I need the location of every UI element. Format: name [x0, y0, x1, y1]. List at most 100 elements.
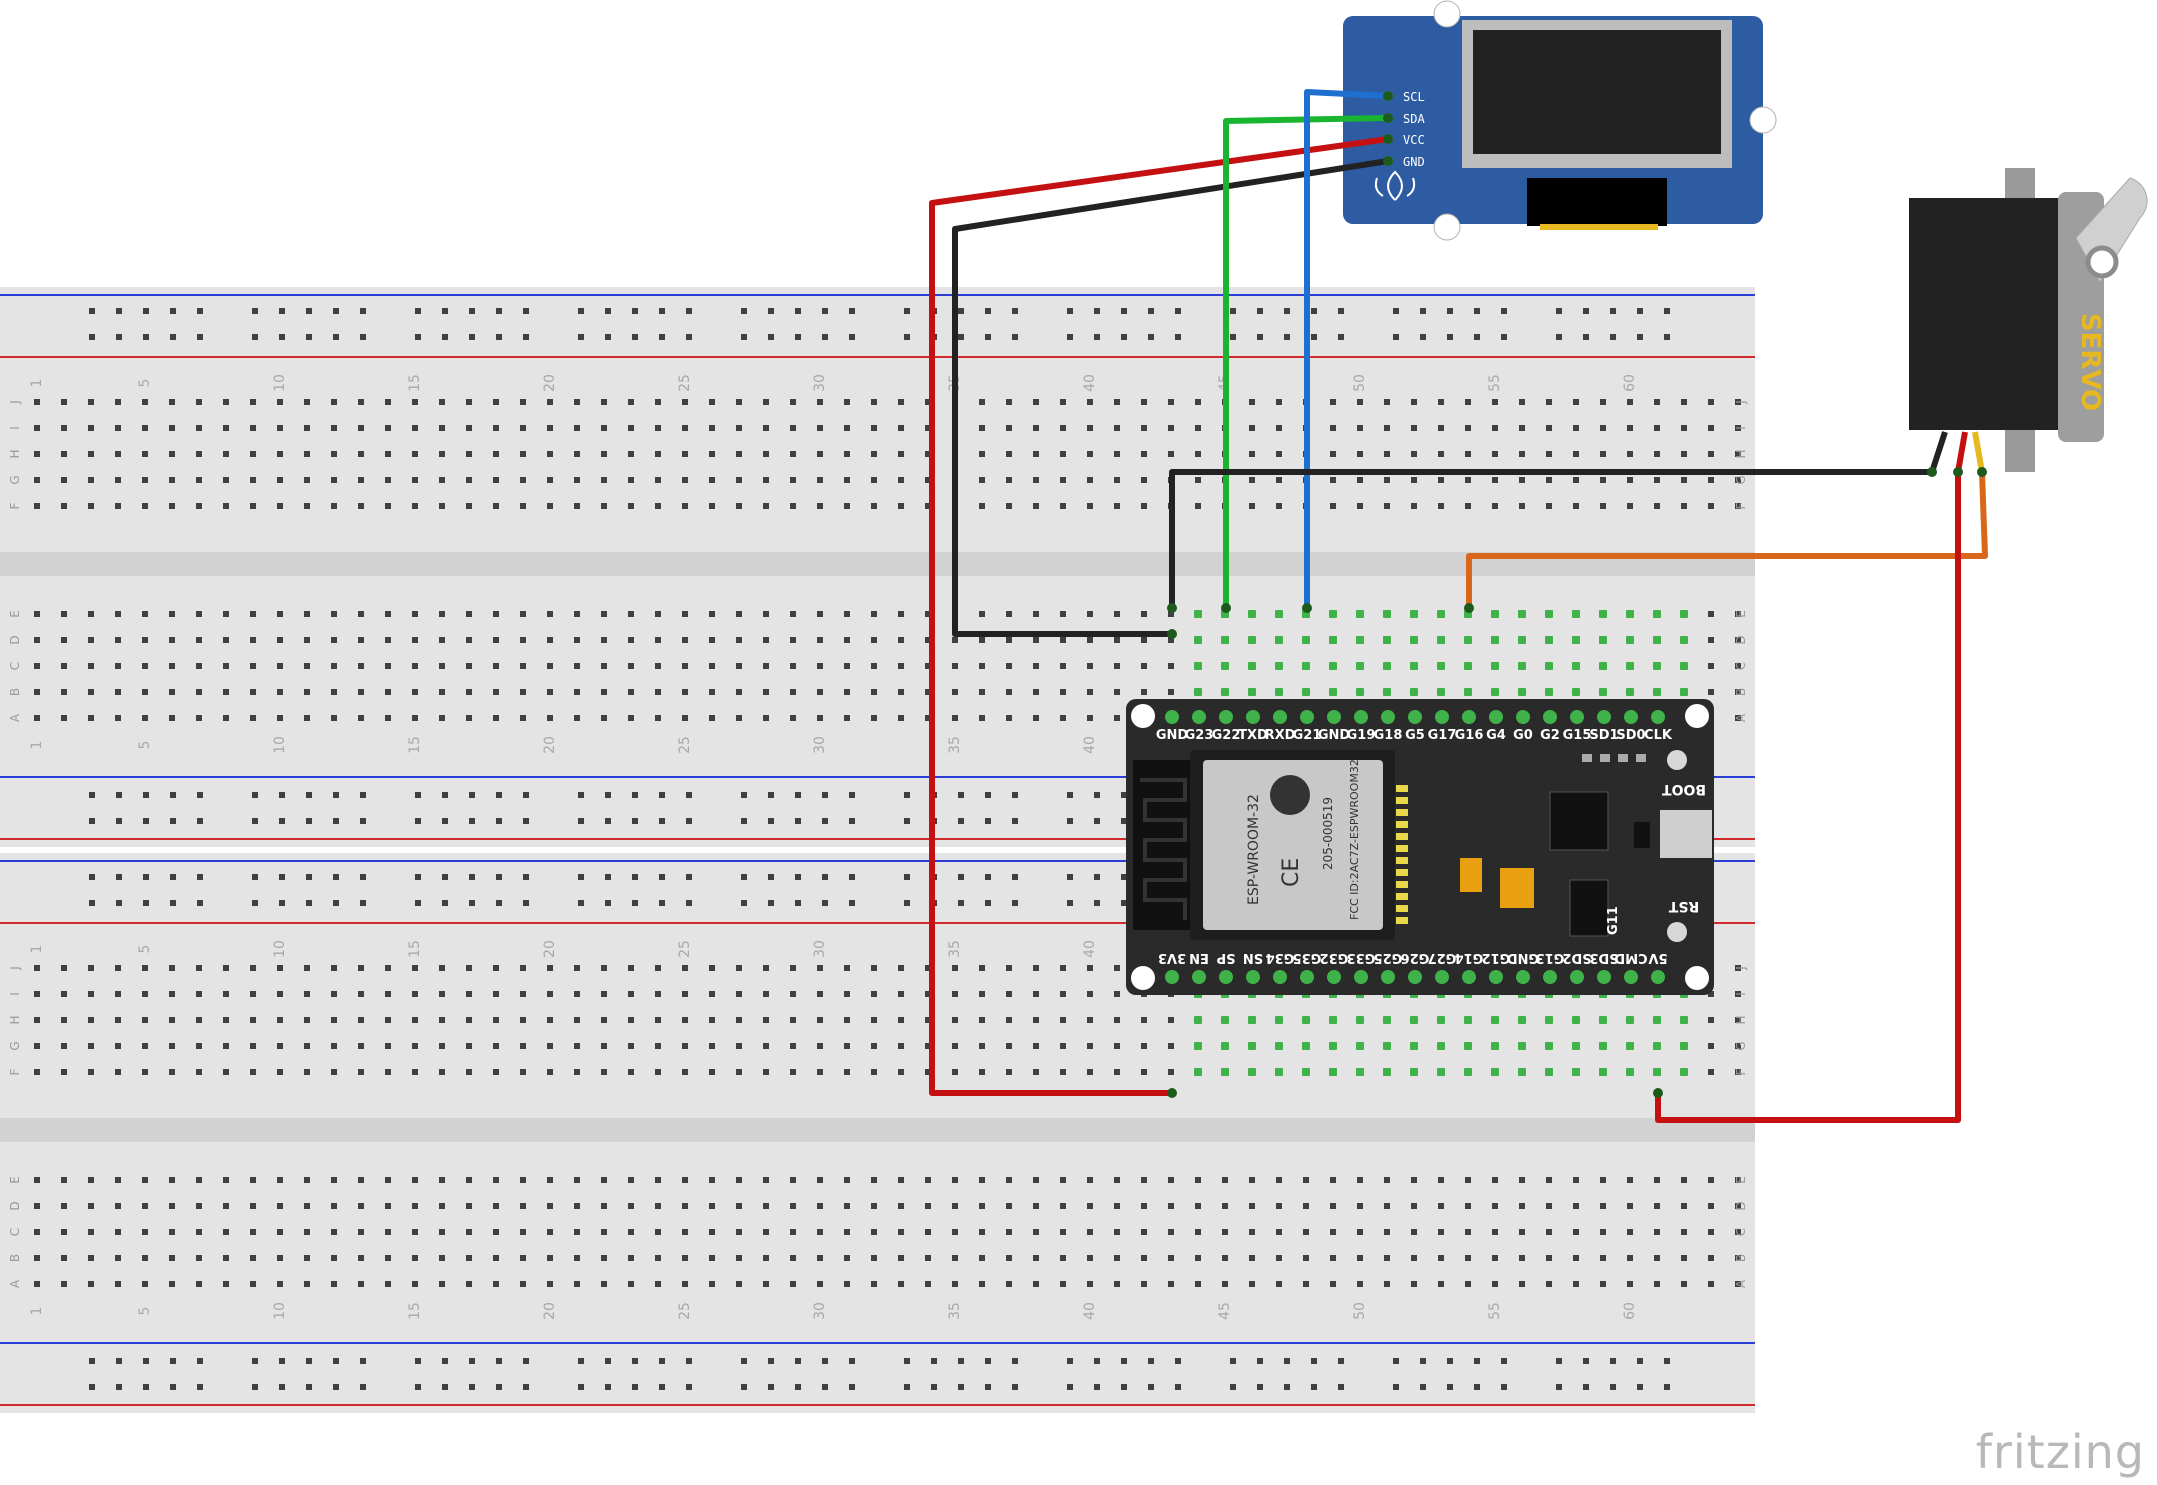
hole — [871, 689, 877, 695]
rail-hole — [904, 1384, 910, 1390]
connected-hole — [1491, 1016, 1499, 1024]
hole — [196, 1043, 202, 1049]
hole — [493, 637, 499, 643]
hole — [223, 1017, 229, 1023]
hole — [1735, 611, 1741, 617]
rail-hole — [170, 874, 176, 880]
hole — [1519, 477, 1525, 483]
hole — [1600, 1229, 1606, 1235]
hole — [1222, 1229, 1228, 1235]
boot-button — [1667, 750, 1687, 770]
hole — [34, 1017, 40, 1023]
connected-hole — [1545, 662, 1553, 670]
esp32-pin-top — [1489, 710, 1503, 724]
hole — [196, 611, 202, 617]
hole — [1087, 1043, 1093, 1049]
hole — [925, 399, 931, 405]
rail-hole — [143, 334, 149, 340]
rail-hole — [741, 874, 747, 880]
hole — [574, 663, 580, 669]
connected-hole — [1545, 1068, 1553, 1076]
hole — [88, 1255, 94, 1261]
rail-hole — [306, 334, 312, 340]
column-number: 10 — [272, 736, 288, 754]
hole — [1546, 503, 1552, 509]
hole — [1033, 451, 1039, 457]
hole — [682, 1255, 688, 1261]
hole — [250, 1069, 256, 1075]
rail-hole — [1501, 1358, 1507, 1364]
hole — [898, 451, 904, 457]
rail-hole — [442, 1384, 448, 1390]
hole — [61, 399, 67, 405]
esp32-top-pin-label: G15 — [1563, 728, 1592, 743]
hole — [763, 991, 769, 997]
hole — [385, 451, 391, 457]
wire-end — [1927, 467, 1937, 477]
hole — [1492, 477, 1498, 483]
rail-hole — [1012, 334, 1018, 340]
hole — [412, 689, 418, 695]
hole — [1330, 477, 1336, 483]
connected-hole — [1545, 688, 1553, 696]
esp32-top-pin-label: GND — [1318, 728, 1351, 743]
hole — [1033, 663, 1039, 669]
center-channel — [0, 552, 1755, 576]
hole — [1438, 1255, 1444, 1261]
row-letter: D — [1734, 1201, 1748, 1210]
rail-hole — [1121, 818, 1127, 824]
hole — [61, 1255, 67, 1261]
hole — [493, 689, 499, 695]
connected-hole — [1626, 662, 1634, 670]
hole — [682, 637, 688, 643]
hole — [871, 637, 877, 643]
rail-hole — [1311, 308, 1317, 314]
hole — [817, 637, 823, 643]
hole — [601, 1017, 607, 1023]
connected-hole — [1545, 1042, 1553, 1050]
hole — [439, 1017, 445, 1023]
hole — [493, 503, 499, 509]
module-pad — [1396, 809, 1408, 816]
connected-hole — [1356, 662, 1364, 670]
hole — [493, 1069, 499, 1075]
hole — [1114, 1017, 1120, 1023]
hole — [385, 503, 391, 509]
row-letter: H — [8, 449, 22, 458]
hole — [466, 451, 472, 457]
rail-hole — [496, 874, 502, 880]
connected-hole — [1356, 688, 1364, 696]
hole — [871, 991, 877, 997]
hole — [736, 1281, 742, 1287]
rail-hole — [116, 900, 122, 906]
hole — [115, 1017, 121, 1023]
wire-end — [1953, 467, 1963, 477]
connected-hole — [1572, 688, 1580, 696]
smd-led — [1600, 754, 1610, 762]
oled-flex — [1527, 178, 1667, 226]
hole — [277, 663, 283, 669]
hole — [682, 965, 688, 971]
hole — [898, 399, 904, 405]
hole — [844, 663, 850, 669]
hole — [142, 477, 148, 483]
hole — [385, 1203, 391, 1209]
esp32-pin-top — [1543, 710, 1557, 724]
rail-hole — [1447, 1358, 1453, 1364]
hole — [844, 611, 850, 617]
hole — [952, 1203, 958, 1209]
rail-hole — [1393, 308, 1399, 314]
rail-hole — [333, 874, 339, 880]
rail-hole — [849, 900, 855, 906]
hole — [385, 425, 391, 431]
rail-hole — [605, 308, 611, 314]
hole — [358, 965, 364, 971]
hole — [466, 1177, 472, 1183]
hole — [1357, 477, 1363, 483]
hole — [61, 1043, 67, 1049]
hole — [709, 715, 715, 721]
esp32-pin-top — [1408, 710, 1422, 724]
hole — [709, 991, 715, 997]
hole — [277, 1255, 283, 1261]
hole — [790, 965, 796, 971]
